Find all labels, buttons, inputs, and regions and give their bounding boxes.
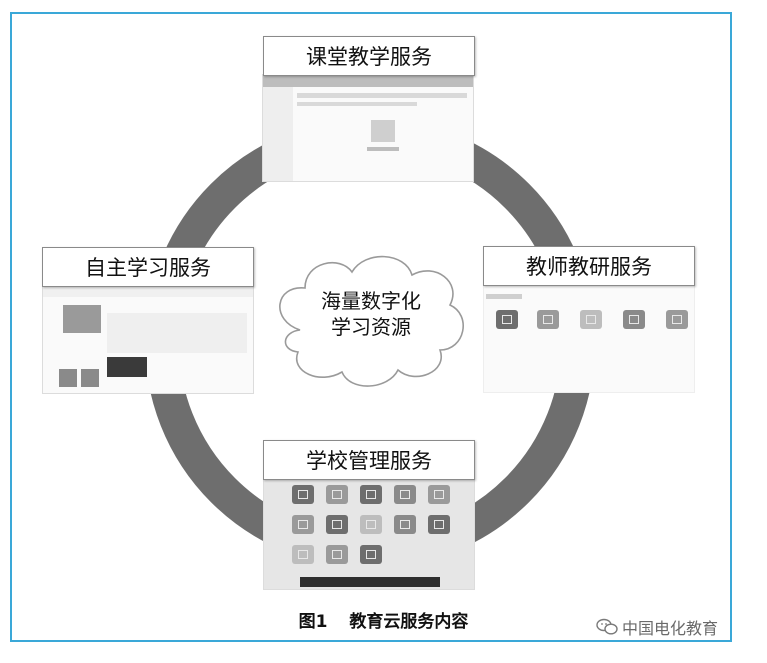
teacher-research-screenshot	[483, 285, 695, 393]
wechat-icon	[596, 618, 618, 635]
service-label-bottom: 学校管理服务	[263, 440, 475, 480]
service-label-left: 自主学习服务	[42, 247, 254, 287]
service-label-right: 教师教研服务	[483, 246, 695, 286]
figure-caption: 图1 教育云服务内容	[0, 607, 767, 632]
center-line-2: 学习资源	[331, 315, 411, 339]
center-resource-text: 海量数字化 学习资源	[286, 288, 456, 340]
figure-title: 教育云服务内容	[349, 612, 469, 632]
watermark-text: 中国电化教育	[622, 619, 719, 638]
school-management-screenshot	[263, 478, 475, 590]
figure-number: 图1	[298, 612, 328, 632]
cloud-shape	[279, 255, 464, 387]
center-line-1: 海量数字化	[321, 289, 421, 313]
service-label-top: 课堂教学服务	[263, 36, 475, 76]
watermark: 中国电化教育	[596, 615, 718, 639]
classroom-screenshot	[262, 74, 474, 182]
self-learning-screenshot	[42, 286, 254, 394]
